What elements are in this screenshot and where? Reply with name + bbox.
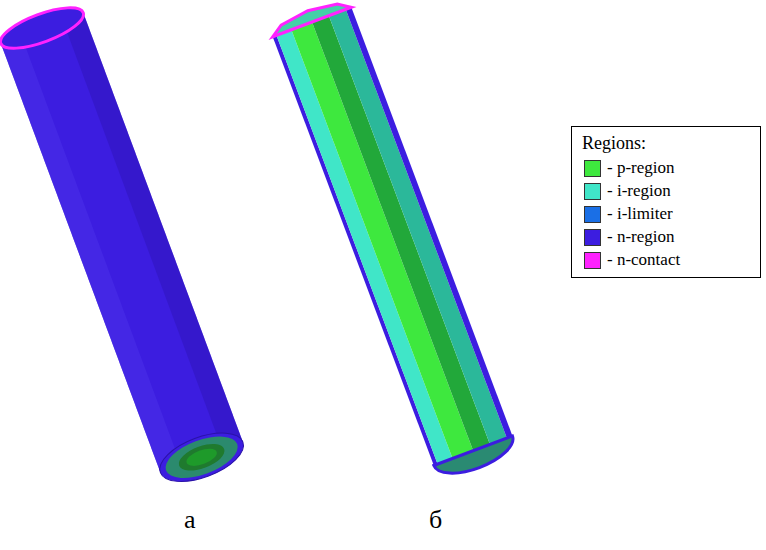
legend-box: Regions: - p-region - i-region - i-limiter -… xyxy=(571,126,761,278)
legend-text: - p-region xyxy=(607,158,675,178)
legend-row: - i-region xyxy=(584,181,750,201)
full-cylinder xyxy=(0,0,250,491)
legend-row: - n-contact xyxy=(584,250,750,270)
legend-row: - p-region xyxy=(584,158,750,178)
legend-row: - i-limiter xyxy=(584,204,750,224)
legend-title: Regions: xyxy=(582,133,760,154)
legend-swatch xyxy=(584,229,601,246)
figure-label: б xyxy=(429,505,442,535)
figure-label: а xyxy=(184,505,196,535)
legend-text: - n-region xyxy=(607,227,675,247)
legend-swatch xyxy=(584,206,601,223)
legend-row: - n-region xyxy=(584,227,750,247)
legend-swatch xyxy=(584,160,601,177)
legend-text: - n-contact xyxy=(607,250,680,270)
cut-cylinder xyxy=(268,0,518,482)
legend-swatch xyxy=(584,252,601,269)
legend-swatch xyxy=(584,183,601,200)
legend-text: - i-limiter xyxy=(607,204,673,224)
legend-text: - i-region xyxy=(607,181,671,201)
